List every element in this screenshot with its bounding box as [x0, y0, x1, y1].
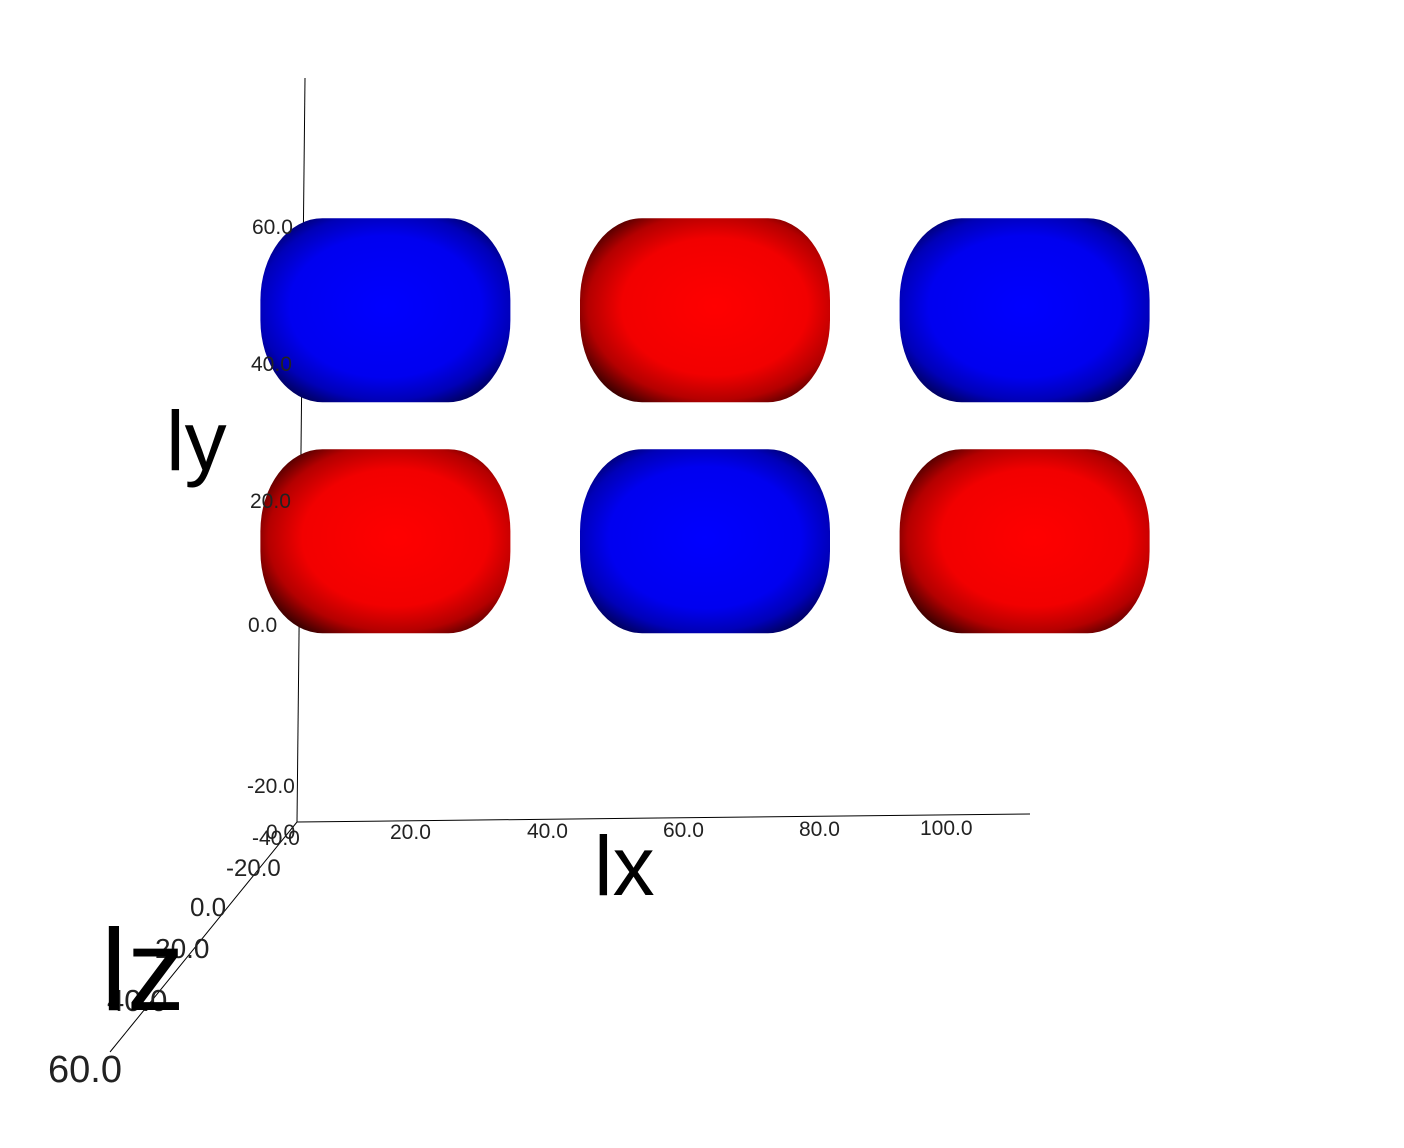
z-tick-minus20: -20.0	[226, 855, 281, 882]
z-axis-line	[109, 821, 298, 1053]
z-axis-title: lz	[101, 905, 185, 1035]
y-tick-20: 20.0	[250, 490, 291, 513]
x-axis-line	[296, 813, 1031, 823]
x-tick-minus40: -40.0	[252, 827, 300, 850]
lobe-positive-6	[899, 449, 1150, 634]
y-axis-line	[296, 77, 306, 823]
x-tick-40: 40.0	[527, 820, 568, 843]
y-tick-40: 40.0	[251, 353, 292, 376]
z-tick-20: 20.0	[155, 933, 210, 964]
x-tick-0: 0.0	[266, 821, 295, 844]
x-axis-title: lx	[594, 819, 655, 913]
isosurface-lobes	[260, 218, 1150, 634]
lobe-positive-2	[580, 218, 830, 403]
lobe-negative-1	[260, 218, 511, 403]
y-axis-title: ly	[166, 394, 227, 488]
x-tick-60: 60.0	[663, 819, 704, 842]
z-tick-40: 40.0	[107, 983, 167, 1018]
z-tick-0: 0.0	[190, 892, 226, 922]
z-tick-60: 60.0	[48, 1049, 122, 1091]
lobe-positive-4	[260, 449, 511, 634]
y-tick-60: 60.0	[252, 216, 293, 239]
x-tick-80: 80.0	[799, 818, 840, 841]
lobe-negative-3	[899, 218, 1150, 403]
y-tick-0: 0.0	[248, 614, 277, 637]
x-tick-100: 100.0	[920, 817, 973, 840]
y-tick-minus20: -20.0	[247, 775, 295, 798]
x-tick-20: 20.0	[390, 821, 431, 844]
lobe-negative-5	[580, 449, 830, 634]
